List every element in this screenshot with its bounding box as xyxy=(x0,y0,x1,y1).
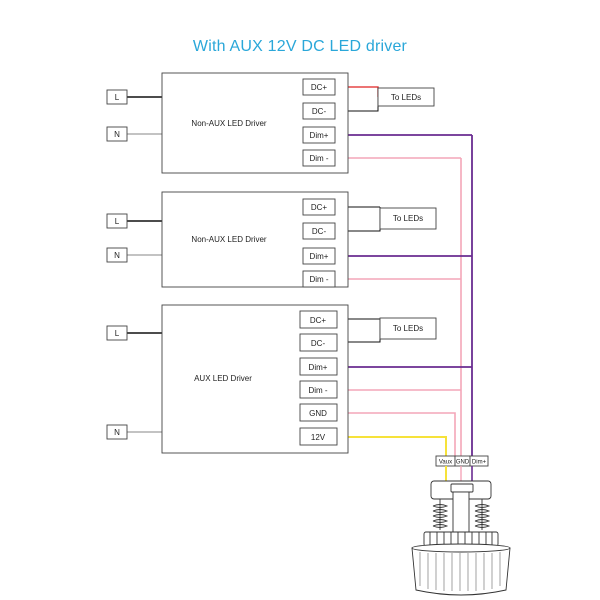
dimmer-terminal-label: Vaux xyxy=(439,460,452,466)
to-leds-label: To LEDs xyxy=(393,324,423,333)
dimmer: Vaux GND Dim+ xyxy=(411,455,511,596)
to-leds-label: To LEDs xyxy=(393,214,423,223)
to-leds-label: To LEDs xyxy=(391,93,421,102)
rotary-dimmer-illustration xyxy=(411,480,511,596)
driver-1: Non-AUX LED Driver L N DC+ DC- Dim+ Dim … xyxy=(106,72,435,174)
to-leds-box xyxy=(379,317,437,340)
terminal-dc-plus xyxy=(299,310,338,329)
terminal-dc-plus xyxy=(302,198,336,216)
terminal-label: DC+ xyxy=(311,83,328,92)
terminal-label: Dim+ xyxy=(310,252,329,261)
driver-label: Non-AUX LED Driver xyxy=(191,119,266,128)
wire-12v xyxy=(337,436,447,458)
terminal-label: Dim+ xyxy=(309,363,328,372)
to-leds-box xyxy=(379,207,437,230)
input-label-l: L xyxy=(115,329,120,338)
wire-gnd xyxy=(337,412,456,458)
input-terminal-l xyxy=(106,89,128,105)
terminal-dc-minus xyxy=(299,333,338,352)
terminal-label: DC+ xyxy=(310,316,327,325)
input-terminal-l xyxy=(106,325,128,341)
terminal-label: DC- xyxy=(311,339,326,348)
input-label-n: N xyxy=(114,251,120,260)
terminal-dim-plus xyxy=(302,126,336,144)
terminal-label: DC- xyxy=(312,107,327,116)
terminal-label: Dim - xyxy=(309,154,328,163)
terminal-dc-minus xyxy=(302,102,336,120)
dim-plus-bus xyxy=(335,134,473,458)
terminal-dim-minus xyxy=(302,270,336,288)
terminal-label: Dim+ xyxy=(310,131,329,140)
terminal-label: 12V xyxy=(311,433,326,442)
driver-2: Non-AUX LED Driver L N DC+ DC- Dim+ Dim … xyxy=(106,191,437,288)
terminal-dim-minus xyxy=(302,149,336,167)
terminal-gnd xyxy=(299,403,338,422)
terminal-dc-plus xyxy=(302,78,336,96)
terminal-label: DC+ xyxy=(311,203,328,212)
input-terminal-n xyxy=(106,247,128,263)
dimmer-terminal-label: Dim+ xyxy=(472,460,487,466)
dimmer-terminal-label: GND xyxy=(456,460,470,466)
terminal-dim-plus xyxy=(302,247,336,265)
dimmer-terminal-dim-plus xyxy=(469,455,489,467)
driver-label: Non-AUX LED Driver xyxy=(191,235,266,244)
input-terminal-n xyxy=(106,126,128,142)
terminal-dim-plus xyxy=(299,357,338,376)
input-label-l: L xyxy=(115,217,120,226)
dim-minus-bus xyxy=(335,157,462,458)
terminal-label: DC- xyxy=(312,227,327,236)
input-label-n: N xyxy=(114,428,120,437)
input-terminal-l xyxy=(106,213,128,229)
terminal-label: GND xyxy=(309,409,327,418)
input-label-l: L xyxy=(115,93,120,102)
driver-label: AUX LED Driver xyxy=(194,374,252,383)
input-terminal-n xyxy=(106,424,128,440)
input-label-n: N xyxy=(114,130,120,139)
driver-3-aux: AUX LED Driver L N DC+ DC- Dim+ Dim - GN… xyxy=(106,304,437,454)
diagram-title: With AUX 12V DC LED driver xyxy=(192,38,408,55)
terminal-dim-minus xyxy=(299,380,338,399)
terminal-12v xyxy=(299,427,338,446)
to-leds-box xyxy=(377,87,435,107)
terminal-label: Dim - xyxy=(308,386,327,395)
terminal-label: Dim - xyxy=(309,275,328,284)
terminal-dc-minus xyxy=(302,222,336,240)
